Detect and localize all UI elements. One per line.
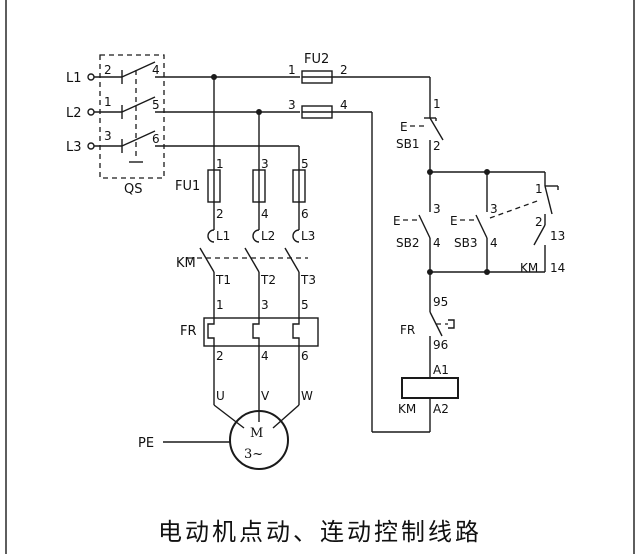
label-FR-main: FR bbox=[180, 324, 197, 339]
start-button-SB3: 3 E SB3 4 bbox=[450, 199, 541, 272]
fu1-label-1: 1 bbox=[216, 157, 224, 171]
nc-contact-SB3: 1 2 bbox=[535, 182, 559, 229]
label-mL3: L3 bbox=[301, 229, 315, 243]
label-V: V bbox=[261, 389, 270, 403]
motor-M: U V W M 3~ PE bbox=[138, 389, 313, 470]
fr-label-5: 5 bbox=[301, 298, 309, 312]
sb1-label-E: E bbox=[400, 120, 408, 134]
qs-label-1: 1 bbox=[104, 95, 112, 109]
label-mL1: L1 bbox=[216, 229, 230, 243]
sb3-label-4: 4 bbox=[490, 236, 498, 250]
fu1-label-4: 4 bbox=[261, 207, 269, 221]
label-FR-ctrl: FR bbox=[400, 323, 415, 337]
label-KM-coil: KM bbox=[398, 402, 416, 416]
fr-label-4: 4 bbox=[261, 349, 269, 363]
qs-label-5: 5 bbox=[152, 98, 160, 112]
label-PE: PE bbox=[138, 436, 154, 451]
fr-label-96: 96 bbox=[433, 338, 448, 352]
label-SB2: SB2 bbox=[396, 236, 419, 250]
fu1-label-2: 2 bbox=[216, 207, 224, 221]
sb3-label-E: E bbox=[450, 214, 458, 228]
sb3b-label-2: 2 bbox=[535, 215, 543, 229]
fu2-label-3: 3 bbox=[288, 98, 296, 112]
thermal-relay-FR: 1 3 5 FR 2 4 6 bbox=[180, 298, 319, 405]
sb1-label-1: 1 bbox=[433, 97, 441, 111]
motor-label-3phase: 3~ bbox=[244, 447, 263, 462]
label-KM-main: KM bbox=[176, 256, 196, 271]
label-FU1: FU1 bbox=[175, 179, 200, 194]
label-T2: T2 bbox=[260, 273, 276, 287]
motor-label-M: M bbox=[250, 426, 263, 441]
qs-label-3: 3 bbox=[104, 129, 112, 143]
contactor-KM-main: L1 L2 L3 KM T1 T2 T3 bbox=[176, 225, 316, 318]
main-bus bbox=[155, 74, 300, 170]
thermal-contact-FR: 95 FR 96 bbox=[400, 295, 455, 378]
sb2-label-3: 3 bbox=[433, 202, 441, 216]
label-U: U bbox=[216, 389, 225, 403]
label-T3: T3 bbox=[300, 273, 316, 287]
sb2-label-4: 4 bbox=[433, 236, 441, 250]
control-bus-top bbox=[427, 169, 546, 200]
fu1-label-5: 5 bbox=[301, 157, 309, 171]
label-L1: L1 bbox=[66, 71, 82, 86]
sb3b-label-1: 1 bbox=[535, 182, 543, 196]
fr-label-2: 2 bbox=[216, 349, 224, 363]
fu2-label-4: 4 bbox=[340, 98, 348, 112]
diagram-title: 电动机点动、连动控制线路 bbox=[158, 518, 482, 546]
km-label-14: 14 bbox=[550, 261, 565, 275]
sb1-label-2: 2 bbox=[433, 139, 441, 153]
qs-label-4: 4 bbox=[152, 63, 160, 77]
aux-contact-KM: 13 KM 14 bbox=[520, 224, 565, 275]
fuse-FU2: FU2 1 2 3 4 bbox=[288, 52, 431, 432]
fu2-label-2: 2 bbox=[340, 63, 348, 77]
fu1-label-3: 3 bbox=[261, 157, 269, 171]
label-KM-aux: KM bbox=[520, 261, 538, 275]
label-mL2: L2 bbox=[261, 229, 275, 243]
supply-terminals: L1 L2 L3 bbox=[66, 71, 122, 155]
label-SB1: SB1 bbox=[396, 137, 419, 151]
label-SB3: SB3 bbox=[454, 236, 477, 250]
fuse-FU1: FU1 1 3 5 2 4 6 bbox=[175, 157, 309, 225]
fr-label-95: 95 bbox=[433, 295, 448, 309]
coil-label-A2: A2 bbox=[433, 402, 449, 416]
control-bus-bottom bbox=[427, 269, 545, 312]
fu2-label-1: 1 bbox=[288, 63, 296, 77]
page-border bbox=[5, 0, 635, 554]
fu1-label-6: 6 bbox=[301, 207, 309, 221]
qs-label-6: 6 bbox=[152, 132, 160, 146]
label-W: W bbox=[301, 389, 313, 403]
label-L3: L3 bbox=[66, 140, 82, 155]
sb2-label-E: E bbox=[393, 214, 401, 228]
label-FU2: FU2 bbox=[304, 52, 329, 67]
label-T1: T1 bbox=[215, 273, 231, 287]
fr-label-1: 1 bbox=[216, 298, 224, 312]
switch-QS: 1 3 2 4 5 6 QS bbox=[99, 54, 165, 197]
fr-label-6: 6 bbox=[301, 349, 309, 363]
label-QS: QS bbox=[124, 182, 142, 197]
label-L2: L2 bbox=[66, 106, 82, 121]
coil-label-A1: A1 bbox=[433, 363, 449, 377]
km-label-13: 13 bbox=[550, 229, 565, 243]
fr-label-3: 3 bbox=[261, 298, 269, 312]
coil-KM: A1 KM A2 bbox=[372, 363, 459, 433]
stop-button-SB1: 1 E SB1 2 bbox=[396, 97, 444, 172]
qs-label-2: 2 bbox=[104, 63, 112, 77]
sb3-label-3: 3 bbox=[490, 202, 498, 216]
jog-button-SB2: 3 E SB2 4 bbox=[393, 200, 441, 272]
